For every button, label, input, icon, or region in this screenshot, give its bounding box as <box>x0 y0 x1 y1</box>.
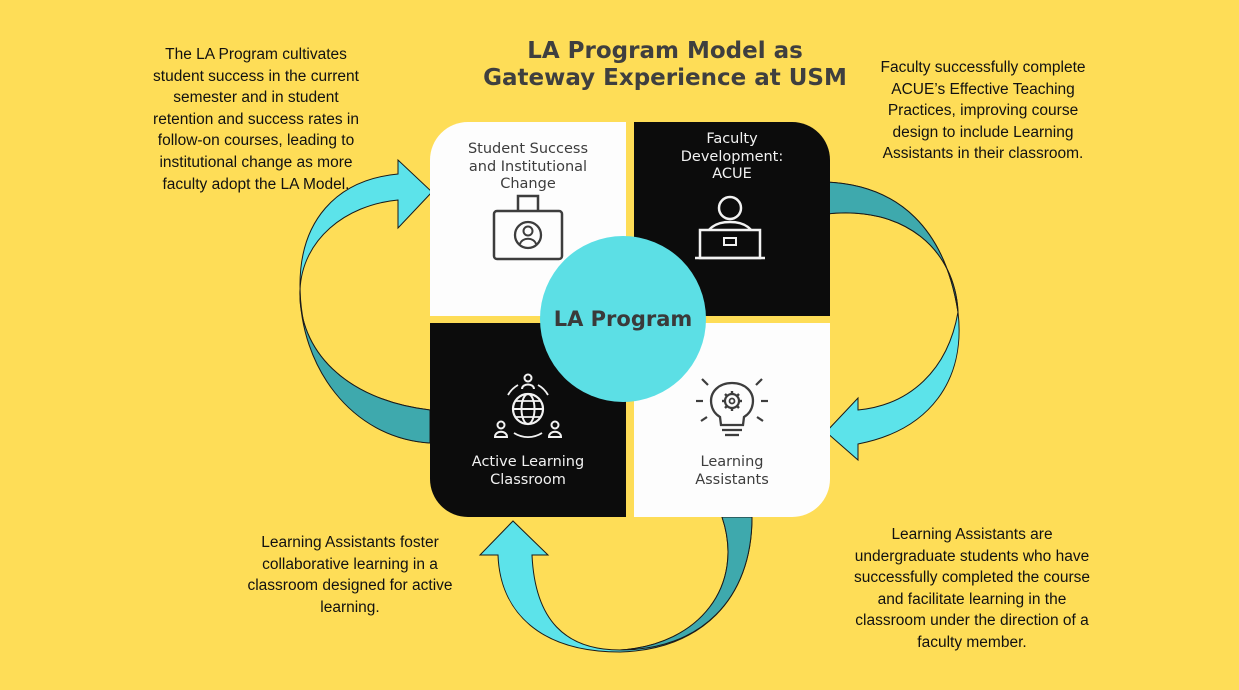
quadrant-label-line: Active Learning <box>471 454 585 470</box>
id-badge-icon <box>492 194 564 261</box>
arrow-bottom <box>478 516 753 653</box>
note-line: successfully completed the course <box>853 569 1091 587</box>
note-line: semester and in student <box>173 89 339 107</box>
note-line: follow-on courses, leading to <box>157 132 355 150</box>
note-line: collaborative learning in a <box>262 555 438 573</box>
quadrant-label-line: Assistants <box>695 471 769 488</box>
quadrant-label-line: Learning <box>700 454 764 470</box>
note-line: classroom under the direction of a <box>855 612 1089 630</box>
quadrant-student-success: Student Success and Institutional Change <box>430 122 626 316</box>
note-line: retention and success rates in <box>153 110 359 128</box>
note-faculty-development: Faculty successfully complete ACUE’s Eff… <box>862 57 1104 165</box>
note-line: The LA Program cultivates <box>165 46 347 63</box>
center-label: LA Program <box>553 307 693 331</box>
note-student-success: The LA Program cultivates student succes… <box>138 44 374 195</box>
title-line-2: Gateway Experience at USM <box>483 65 847 91</box>
note-line: faculty member. <box>917 633 1027 651</box>
quadrant-label-line: Change <box>500 176 556 192</box>
center-circle: LA Program <box>540 236 706 402</box>
lightbulb-gear-icon <box>696 378 768 437</box>
quadrant-label: Faculty Development: ACUE <box>634 131 830 184</box>
note-line: and facilitate learning in the <box>877 590 1067 608</box>
quadrant-label: Student Success and Institutional Change <box>430 141 626 194</box>
quadrant-label-line: ACUE <box>712 166 752 182</box>
note-line: Assistants in their classroom. <box>882 145 1084 163</box>
note-line: Faculty successfully complete <box>880 59 1086 76</box>
quadrant-label-line: Development: <box>680 148 784 165</box>
note-active-learning: Learning Assistants foster collaborative… <box>236 532 464 618</box>
note-line: classroom designed for active <box>247 577 453 595</box>
note-line: design to include Learning <box>892 123 1074 141</box>
note-line: learning. <box>320 598 380 616</box>
note-line: undergraduate students who have <box>854 547 1090 565</box>
globe-network-icon <box>493 373 563 438</box>
quadrant-label-line: Faculty <box>706 131 758 147</box>
note-line: institutional change as more <box>159 153 353 171</box>
arrow-right <box>825 181 960 462</box>
quadrant-label-line: Classroom <box>490 471 566 488</box>
note-line: Learning Assistants are <box>891 526 1053 543</box>
note-line: Learning Assistants foster <box>261 534 439 551</box>
note-line: ACUE’s Effective Teaching <box>891 80 1075 98</box>
quadrant-label: Learning Assistants <box>634 454 830 489</box>
note-learning-assistants: Learning Assistants are undergraduate st… <box>838 524 1106 654</box>
title-line-1: LA Program Model as <box>527 38 803 64</box>
person-at-laptop-icon <box>695 195 765 260</box>
note-line: Practices, improving course <box>887 102 1079 120</box>
note-line: student success in the current <box>153 67 359 85</box>
quadrant-label-line: Student Success <box>467 141 589 157</box>
note-line: faculty adopt the LA Model. <box>162 175 350 193</box>
diagram-title: LA Program Model as Gateway Experience a… <box>400 38 930 92</box>
quadrant-label-line: and Institutional <box>468 158 588 175</box>
quadrant-label: Active Learning Classroom <box>430 454 626 489</box>
